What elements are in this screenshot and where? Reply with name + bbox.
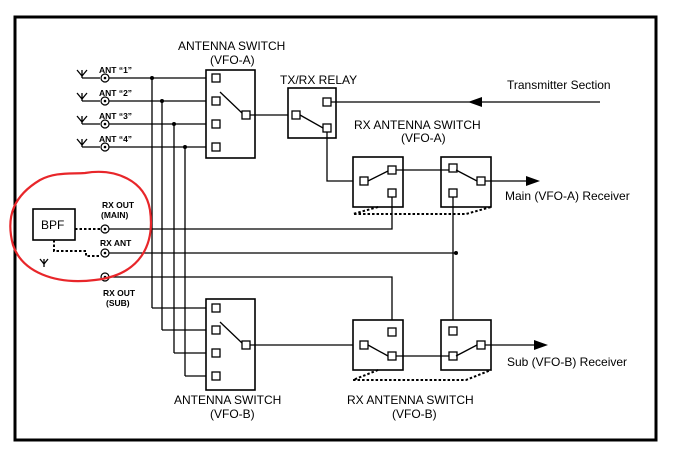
antenna-1-label: ANT “1” xyxy=(99,65,132,75)
diagram-frame xyxy=(13,15,658,442)
bpf-label: BPF xyxy=(41,218,64,232)
port-section xyxy=(100,224,110,282)
antenna-3-label: ANT “3” xyxy=(99,111,132,121)
rx-out-sub-label-2: (SUB) xyxy=(106,298,130,308)
rx-switch-a-title: RX ANTENNA SWITCH xyxy=(354,118,481,132)
antenna-4-label: ANT “4” xyxy=(99,134,132,144)
rx-out-main-label-2: (MAIN) xyxy=(101,210,129,220)
antenna-switch-vfo-b xyxy=(205,298,256,391)
highlight-circle xyxy=(9,170,152,283)
antenna-group: ANT “1” ANT “2” ANT “3” ANT “4” xyxy=(76,65,132,152)
transmitter-label: Transmitter Section xyxy=(507,78,611,92)
main-receiver-arrow xyxy=(526,176,540,186)
rx-antenna-switch-vfo-b xyxy=(352,319,492,381)
antenna-switch-vfo-a xyxy=(205,69,256,159)
relay-title: TX/RX RELAY xyxy=(280,73,357,87)
rx-out-main-label-1: RX OUT xyxy=(102,200,135,210)
rx-antenna-switch-vfo-a xyxy=(352,156,492,215)
sub-receiver-arrow xyxy=(534,340,548,350)
rx-switch-a-vfo: (VFO-A) xyxy=(401,131,446,145)
bpf-block xyxy=(32,208,100,267)
tx-rx-relay xyxy=(287,87,337,139)
rx-out-sub-label-1: RX OUT xyxy=(103,288,136,298)
transmitter-arrow xyxy=(468,97,482,107)
antenna-switch-a-title: ANTENNA SWITCH xyxy=(178,39,285,53)
antenna-1-icon xyxy=(76,69,110,83)
rx-switch-b-vfo: (VFO-B) xyxy=(392,407,437,421)
main-receiver-label: Main (VFO-A) Receiver xyxy=(505,189,630,203)
antenna-switch-b-vfo: (VFO-B) xyxy=(210,407,255,421)
sub-receiver-label: Sub (VFO-B) Receiver xyxy=(507,355,627,369)
antenna-2-label: ANT “2” xyxy=(99,88,132,98)
antenna-switch-a-vfo: (VFO-A) xyxy=(210,53,255,67)
antenna-bus-wires xyxy=(109,76,210,377)
rx-switch-b-title: RX ANTENNA SWITCH xyxy=(347,393,474,407)
rx-ant-label: RX ANT xyxy=(100,238,132,248)
antenna-switch-b-title: ANTENNA SWITCH xyxy=(174,393,281,407)
antenna-2-icon xyxy=(76,92,110,106)
